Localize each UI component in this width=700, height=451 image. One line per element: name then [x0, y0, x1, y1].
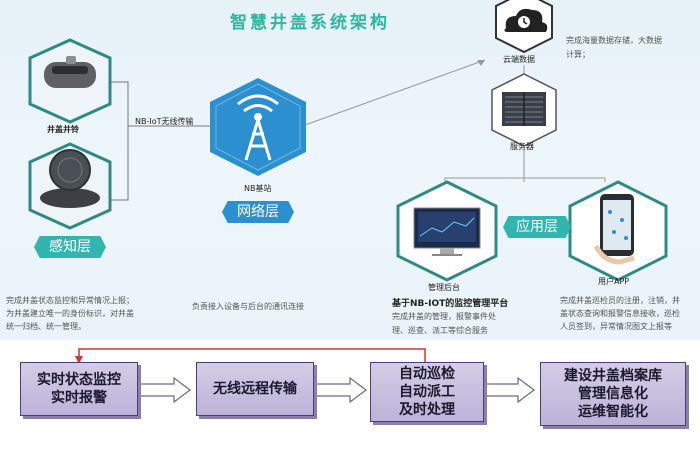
user-app-label: 用户APP	[598, 277, 630, 286]
flow-step-monitoring: 实时状态监控 实时报警	[20, 362, 138, 416]
nb-link-label: NB-IoT无线传输	[135, 117, 194, 126]
platform-title: 基于NB-IOT的监控管理平台	[392, 299, 509, 309]
flow-step-1-line-2: 实时报警	[51, 390, 107, 406]
flow-step-1-line-1: 实时状态监控	[37, 372, 121, 388]
sensor-hexagon	[28, 38, 112, 124]
flow-step-3-line-3: 及时处理	[399, 402, 455, 418]
perception-desc-line-2: 为井盖建立唯一的身份标识，对井盖	[6, 309, 134, 318]
sensor-label: 井盖井铃	[47, 125, 79, 134]
base-station-label: NB基站	[244, 184, 272, 193]
flow-step-3-line-2: 自动派工	[399, 384, 455, 400]
cloud-desc-line-2: 计算；	[566, 50, 590, 59]
architecture-panel: 智慧井盖系统架构 井盖井铃 感知层 NB-IoT无线传输 NB基站 网络层 云端…	[0, 0, 700, 340]
manhole-cover-icon	[40, 188, 100, 208]
flow-step-4-line-2: 管理信息化	[578, 386, 648, 402]
application-layer-badge: 应用层	[503, 216, 571, 238]
flow-step-archive: 建设井盖档案库 管理信息化 运维智能化	[540, 362, 686, 426]
server-icon	[491, 73, 557, 147]
phone-app-icon	[568, 180, 668, 282]
cloud-data-label: 云端数据	[503, 55, 535, 64]
perception-desc-line-3: 统一归档、统一管理。	[6, 322, 86, 331]
flow-step-4-line-3: 运维智能化	[578, 404, 648, 420]
network-desc: 负责接入设备与后台的通讯连接	[192, 302, 304, 311]
cloud-icon	[495, 0, 553, 54]
sensor-bracket	[110, 81, 129, 201]
server-label: 服务器	[510, 142, 534, 151]
flow-arrow-3	[485, 376, 535, 404]
platform-desc-line-1: 完成井盖的管理，报警事件处	[392, 312, 496, 321]
admin-monitor-icon	[396, 180, 498, 282]
diagram-title: 智慧井盖系统架构	[230, 13, 390, 33]
flow-step-transmission: 无线远程传输	[196, 362, 314, 416]
app-desc-line-2: 盖状态查询和报警信息接收，巡检	[560, 309, 680, 318]
flow-arrow-2	[315, 376, 367, 404]
flow-step-4-line-1: 建设井盖档案库	[564, 368, 662, 384]
network-layer-badge: 网络层	[222, 201, 294, 223]
admin-backend-label: 管理后台	[428, 283, 460, 292]
app-desc-line-3: 人员签到，异常情况图文上报等	[560, 322, 672, 331]
feedback-line	[78, 348, 426, 362]
cloud-desc-line-1: 完成海量数据存储，大数据	[566, 36, 662, 45]
flow-step-2-line-1: 无线远程传输	[213, 381, 297, 397]
manhole-hexagon	[28, 142, 112, 230]
flow-step-dispatch: 自动巡检 自动派工 及时处理	[370, 362, 484, 422]
app-bracket	[444, 177, 606, 182]
flow-step-3-line-1: 自动巡检	[399, 366, 455, 382]
perception-desc-line-1: 完成井盖状态监控和异常情况上报；	[6, 296, 134, 305]
connection-lines	[28, 0, 668, 282]
app-desc-line-1: 完成井盖巡检员的注册，注销，井	[560, 296, 680, 305]
platform-desc-line-2: 理、巡查、派工等综合服务	[392, 326, 488, 335]
flow-arrow-1	[139, 376, 191, 404]
station-cloud-line	[304, 59, 486, 126]
base-station-icon	[210, 78, 306, 176]
perception-layer-badge: 感知层	[34, 236, 106, 258]
sensor-device-icon	[44, 62, 96, 88]
